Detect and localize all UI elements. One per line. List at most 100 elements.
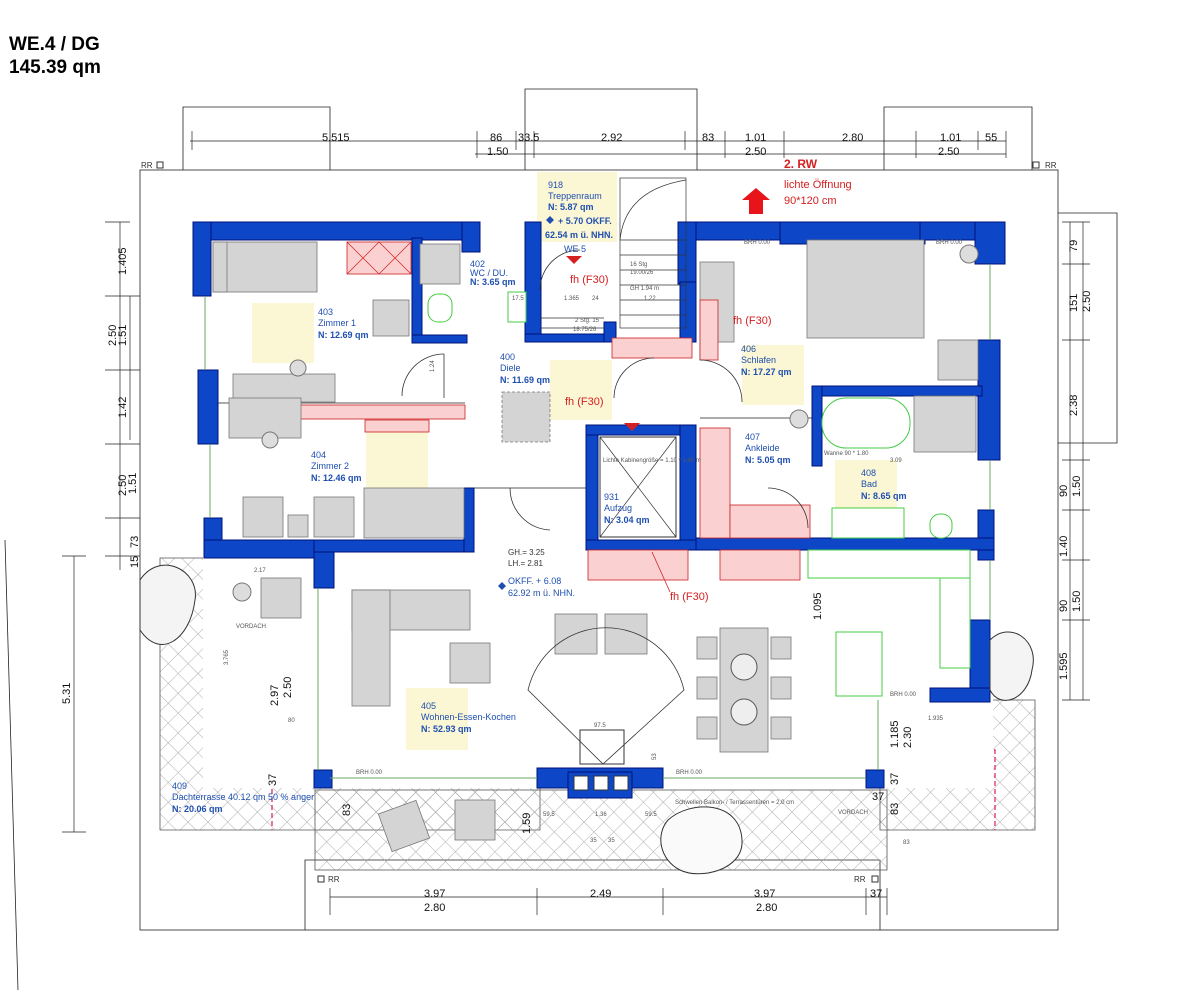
inner-dim-24: 2.30 — [902, 727, 914, 748]
brh-label-2: BRH 0.00 — [936, 240, 963, 246]
room-918-area: N: 5.87 qm — [548, 202, 594, 212]
dim-bottom-2: 2.49 — [590, 888, 611, 900]
inner-dim-26: 37 — [872, 791, 884, 803]
inner-dim-17: 59.5 — [543, 812, 555, 818]
inner-dim-5: 1.24 — [430, 360, 436, 372]
inner-dim-27: 83 — [889, 803, 901, 815]
inner-dim-14: 83 — [341, 804, 353, 816]
inner-dim-21: 35 — [608, 838, 615, 844]
windows — [204, 264, 991, 779]
room-406-name: Schlafen — [741, 355, 776, 365]
rr-marker-br: RR — [854, 875, 866, 884]
inner-dim-11: 2.50 — [282, 677, 294, 698]
brh-label-1: BRH 0.00 — [744, 240, 771, 246]
dim-left-8: 15 — [129, 556, 141, 568]
room-400-number: 400 — [500, 352, 515, 362]
room-931-number: 931 — [604, 492, 619, 502]
roof-outline — [4, 88, 1118, 991]
rr-marker-bl: RR — [328, 875, 340, 884]
inner-dim-23: 1.185 — [889, 720, 901, 748]
inner-dim-3: 24 — [592, 296, 599, 302]
furniture — [139, 239, 1034, 875]
stair-ratio: 19.00/26 — [630, 270, 654, 276]
room-931-name: Aufzug — [604, 503, 632, 513]
inner-dim-2: 1.365 — [564, 296, 580, 302]
dim-top-9: 55 — [985, 132, 997, 144]
right-dimension-chain — [1062, 221, 1090, 701]
inner-dim-8: 2.17 — [254, 568, 266, 574]
inner-dim-6: 3.09 — [890, 458, 902, 464]
inner-dim-10: 2.97 — [269, 685, 281, 706]
stair-steps-2: 2 Stg. 15 — [575, 318, 600, 324]
dim-top-4: 2.92 — [601, 132, 622, 144]
fh-label-2: fh (F30) — [733, 315, 772, 327]
unit-name: WE.4 / DG — [9, 34, 100, 55]
room-408-area: N: 8.65 qm — [861, 491, 907, 501]
dim-bottom-3: 3.97 — [754, 888, 775, 900]
level-okff-2: OKFF. + 6.08 — [508, 576, 561, 586]
room-408-number: 408 — [861, 468, 876, 478]
dim-left-1: 1.405 — [117, 247, 129, 275]
brh-label-3: BRH 0.00 — [890, 692, 917, 698]
room-408-name: Bad — [861, 479, 877, 489]
room-405-area: N: 52.93 qm — [421, 724, 472, 734]
inner-dim-16: 53 — [652, 753, 658, 760]
fh-label-3: fh (F30) — [565, 396, 604, 408]
rw-label: 2. RW — [784, 157, 818, 171]
dim-top-11: 2.50 — [745, 146, 766, 158]
dim-right-6: 1.50 — [1071, 476, 1083, 497]
fh-label-4: fh (F30) — [670, 591, 709, 603]
dim-right-2: 151 — [1068, 294, 1080, 312]
room-409-area: N: 20.06 qm — [172, 804, 223, 814]
elevator-cabin-note: Lichte Kabinengröße = 1.10 * 1.40 m — [603, 458, 701, 464]
doors — [401, 249, 809, 531]
inner-dim-25: 37 — [889, 773, 901, 785]
dim-right-8: 90 — [1058, 600, 1070, 612]
level-nhn-2: 62.92 m ü. NHN. — [508, 588, 575, 598]
dim-bottom-4: 37 — [870, 888, 882, 900]
inner-dim-19: 59.5 — [645, 812, 657, 818]
dim-top-1: 5.515 — [322, 132, 350, 144]
left-dimension-chain — [62, 221, 140, 833]
level-okff-1: + 5.70 OKFF. — [558, 216, 612, 226]
stair-steps: 16 Stg — [630, 262, 647, 268]
area-markers — [252, 172, 897, 750]
room-402-name: WC / DU. — [470, 268, 508, 278]
dim-left-5: 1.51 — [127, 473, 139, 494]
dim-bottom-6: 2.80 — [756, 902, 777, 914]
room-407-number: 407 — [745, 432, 760, 442]
stair-ratio-2: 18.75/26 — [573, 327, 597, 333]
inner-dim-15: 97.5 — [594, 723, 606, 729]
dim-left-3: 2.50 — [107, 325, 119, 346]
room-407-area: N: 5.05 qm — [745, 455, 791, 465]
dim-bottom-5: 2.80 — [424, 902, 445, 914]
inner-dim-1: 17.5 — [512, 296, 524, 302]
room-403-number: 403 — [318, 307, 333, 317]
dim-top-8: 1.01 — [940, 132, 961, 144]
rw-arrow-icon — [742, 188, 770, 214]
dim-top-2: 86 — [490, 132, 502, 144]
inner-dim-9: 3.765 — [224, 649, 230, 665]
dim-left-9: 5.31 — [61, 683, 73, 704]
inner-dim-20: 35 — [590, 838, 597, 844]
plan-title: WE.4 / DG 145.39 qm — [9, 33, 101, 79]
level-we5: WE 5 — [564, 244, 586, 254]
rw-opening-label: lichte Öffnung — [784, 179, 852, 191]
dim-right-1: 79 — [1068, 240, 1080, 252]
dim-right-10: 1.595 — [1058, 652, 1070, 680]
dim-left-7: 73 — [129, 536, 141, 548]
fh-label-1: fh (F30) — [570, 274, 609, 286]
inner-dim-7: 1.095 — [812, 592, 824, 620]
dim-left-2: 1.51 — [117, 325, 129, 346]
room-931-area: N: 3.04 qm — [604, 515, 650, 525]
brh-label-4: BRH 0.00 — [356, 770, 383, 776]
room-406-area: N: 17.27 qm — [741, 367, 792, 377]
dim-left-6: 2.50 — [117, 475, 129, 496]
rr-marker-tl: RR — [141, 161, 153, 170]
vordach-label-right: VORDACH — [838, 810, 868, 816]
room-404-number: 404 — [311, 450, 326, 460]
dim-top-7: 2.80 — [842, 132, 863, 144]
interior-lines — [218, 342, 812, 489]
room-405-name: Wohnen-Essen-Kochen — [421, 712, 516, 722]
